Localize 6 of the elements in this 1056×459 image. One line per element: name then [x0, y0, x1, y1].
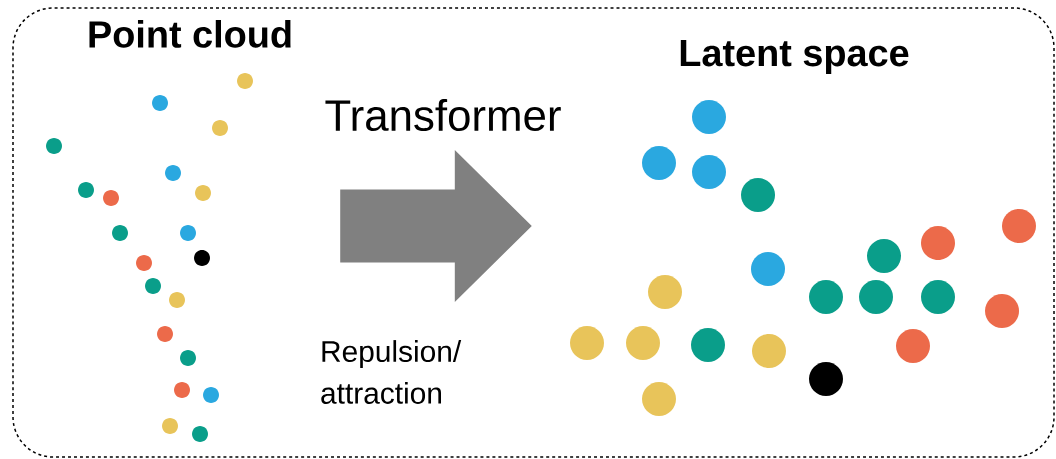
annotation-text: Repulsion/ attraction: [321, 340, 462, 404]
block-arrow: [340, 150, 532, 302]
dashed-frame: [12, 7, 1055, 458]
edge-label: Transformer: [325, 98, 561, 132]
heading: Point cloud: [89, 20, 291, 48]
heading: Latent space: [680, 40, 909, 74]
